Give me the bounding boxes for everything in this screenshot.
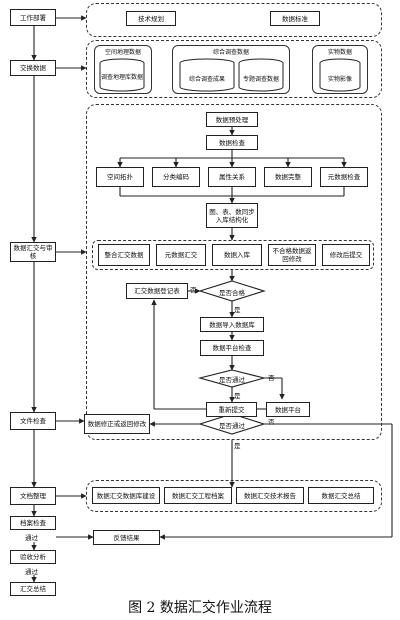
decision-diamond-1 [198,280,266,302]
label-pass2: 通过 [25,568,38,576]
label-physical: 实物数据 [327,49,352,56]
group-exchange [86,40,382,98]
node-data-exchange: 交换数据 [10,60,56,76]
decision-final: 是否通过 [219,422,245,430]
node-import-db: 数据导入数据库 [200,317,264,332]
node-bottom-3: 数据汇交技术报告 [236,487,304,504]
group-center-flow [86,104,382,440]
node-feedback: 数据修正或返回修改 [84,414,150,434]
node-submit-4: 不合格数据返回修改 [268,244,316,266]
node-bottom-4: 数据汇交总结 [308,487,374,504]
label-review-no: 否 [190,286,197,294]
label-final-yes: 是 [234,442,241,450]
label-pass-no: 否 [268,374,275,382]
cyl-survey1: 综合调查成果 [188,76,225,83]
node-branch-3: 属性关系 [208,167,256,187]
label-final-no: 否 [268,418,275,426]
decision-diamond-3 [198,413,266,435]
node-branch-1: 空间拓扑 [96,167,144,187]
node-platform: 数据平台 [266,402,310,417]
node-branch-4: 数据完整 [264,167,312,187]
group-bottom-row [86,480,382,512]
node-submit-1: 整合汇交数据 [98,244,150,266]
node-doc-archive: 文档整理 [10,487,56,505]
node-data-prep: 数据预处理 [206,112,258,127]
label-spatial: 空间地理数据 [104,49,141,56]
node-fix: 图、表、数同步入库结构化 [206,203,258,228]
figure-caption: 图 2 数据汇交作业流程 [128,600,272,616]
node-data-submit: 数据汇交与审核 [10,242,56,262]
node-tech-spec: 技术规划 [126,11,176,26]
node-archive-check: 档案检查 [10,516,56,530]
cyl-spatial: 调查地理库数据 [100,74,143,81]
node-branch-2: 分类编码 [152,167,200,187]
node-data-check: 数据检查 [206,135,258,150]
cyl-physical: 实物影像 [327,76,352,83]
node-submit-2: 元数据汇交 [156,244,206,266]
sub-group-survey [172,45,290,94]
label-check-pass: 通过 [25,534,38,542]
node-summary: 汇交总结 [10,582,56,596]
decision-diamond-2 [197,369,267,388]
node-submit-3: 数据入库 [212,244,262,266]
cyl-survey2: 专题调查数据 [242,76,279,83]
node-report: 反馈结果 [93,530,160,545]
group-submit [92,240,374,270]
label-review-yes: 是 [234,306,241,314]
label-pass-yes: 是 [234,392,241,400]
group-work-deploy [86,3,382,37]
node-branch-5: 元数据检查 [320,167,368,187]
node-data-standard: 数据标准 [270,11,320,26]
node-archive-accept: 验收分析 [10,550,56,564]
node-regen: 重新提交 [206,402,257,417]
sub-group-physical [312,45,368,94]
node-work-deploy: 工作部署 [10,9,56,26]
decision-pass: 是否通过 [219,376,245,384]
node-platform-check: 数据平台检查 [200,340,264,356]
node-doc-check: 文件检查 [10,412,56,430]
node-bottom-2: 数据汇交工程档案 [164,487,232,504]
node-review-table: 汇交数据登记表 [126,283,188,299]
node-bottom-1: 数据汇交数据库建设 [92,487,160,504]
node-submit-5: 修改后提交 [322,244,370,266]
sub-group-spatial [94,45,152,94]
decision-review: 是否合格 [219,289,245,297]
label-survey: 综合调查数据 [212,49,249,56]
